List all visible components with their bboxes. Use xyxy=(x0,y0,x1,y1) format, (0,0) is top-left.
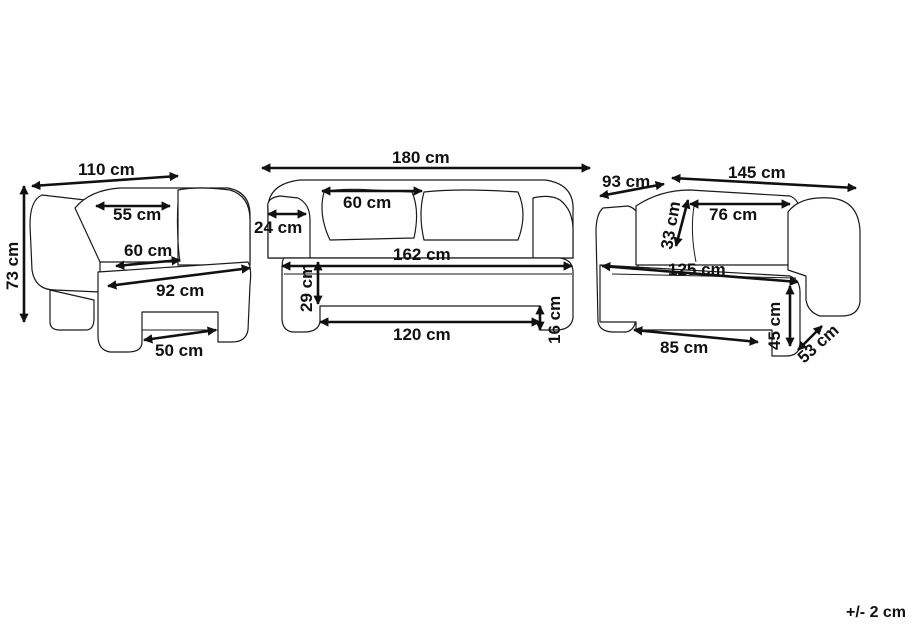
sofa-width-label: 180 cm xyxy=(392,148,450,167)
armchair-seat-width-label: 60 cm xyxy=(124,241,172,260)
corner-leg-line xyxy=(797,325,823,351)
corner-width-line xyxy=(671,173,857,193)
sofa-arm-label: 24 cm xyxy=(254,218,302,237)
sofa-leg-label: 16 cm xyxy=(545,296,564,344)
armchair-depth-line xyxy=(107,264,251,290)
armchair-seat-depth-label: 55 cm xyxy=(113,205,161,224)
corner-seat-width-line xyxy=(601,262,799,286)
armchair-width-label: 110 cm xyxy=(78,160,135,179)
armchair-base-label: 50 cm xyxy=(155,341,203,360)
corner-depth-line xyxy=(599,180,665,200)
armchair-height-label: 73 cm xyxy=(3,242,22,290)
corner-base-label: 85 cm xyxy=(660,338,708,357)
sofa-seat-height-label: 29 cm xyxy=(297,264,316,312)
corner-seat-depth-label: 76 cm xyxy=(709,205,757,224)
sofa-base-label: 120 cm xyxy=(393,325,451,344)
corner-leg-label: 53 cm xyxy=(794,321,843,367)
corner-base-line xyxy=(633,326,759,346)
sofa-seat-width-label: 162 cm xyxy=(393,245,451,264)
corner-depth-label: 93 cm xyxy=(602,172,650,191)
armchair-base-line xyxy=(143,326,217,344)
sofa-drawing xyxy=(267,179,574,333)
corner-seat-width-label: 125 cm xyxy=(668,260,726,279)
armchair-depth-label: 92 cm xyxy=(156,281,204,300)
corner-seat-height-label: 45 cm xyxy=(765,302,784,350)
sofa-cushion-label: 60 cm xyxy=(343,193,391,212)
corner-width-label: 145 cm xyxy=(728,163,786,182)
tolerance-note: +/- 2 cm xyxy=(846,604,906,621)
armchair-width-line xyxy=(31,171,179,191)
corner-backrest-line xyxy=(673,199,691,247)
